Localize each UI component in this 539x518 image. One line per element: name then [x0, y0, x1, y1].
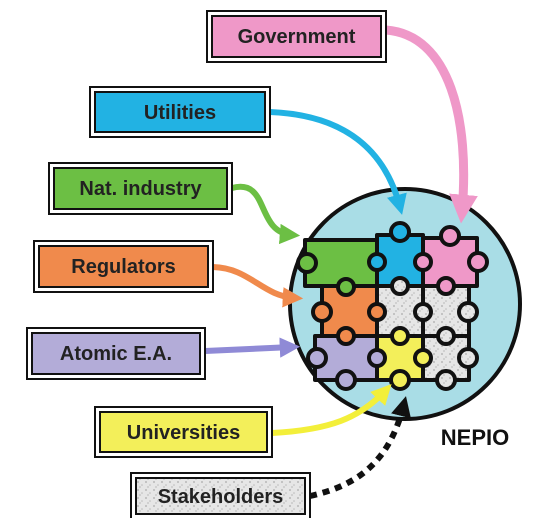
label-nat-industry: Nat. industry: [79, 178, 202, 200]
box-stakeholders: Stakeholders: [130, 472, 311, 518]
stakeholders-arrow: [309, 396, 411, 499]
label-universities: Universities: [127, 422, 240, 444]
box-nat-industry: Nat. industry: [48, 162, 233, 215]
nepio-label: NEPIO: [441, 425, 509, 450]
label-stakeholders: Stakeholders: [158, 486, 284, 508]
utilities-arrow: [267, 109, 407, 215]
label-utilities: Utilities: [144, 102, 216, 124]
box-atomic-ea: Atomic E.A.: [26, 327, 206, 380]
box-utilities: Utilities: [89, 86, 271, 138]
government-arrow: [381, 25, 478, 224]
atomic-ea-arrow: [202, 337, 301, 358]
box-universities: Universities: [94, 406, 273, 458]
label-regulators: Regulators: [71, 256, 175, 278]
box-government: Government: [206, 10, 387, 63]
regulators-arrow: [210, 264, 304, 308]
puzzle-grid: [296, 221, 489, 391]
label-atomic-ea: Atomic E.A.: [60, 343, 172, 365]
label-government: Government: [238, 26, 356, 48]
box-regulators: Regulators: [33, 240, 214, 293]
universities-arrow: [269, 384, 392, 436]
nat-industry-arrow: [229, 183, 301, 245]
